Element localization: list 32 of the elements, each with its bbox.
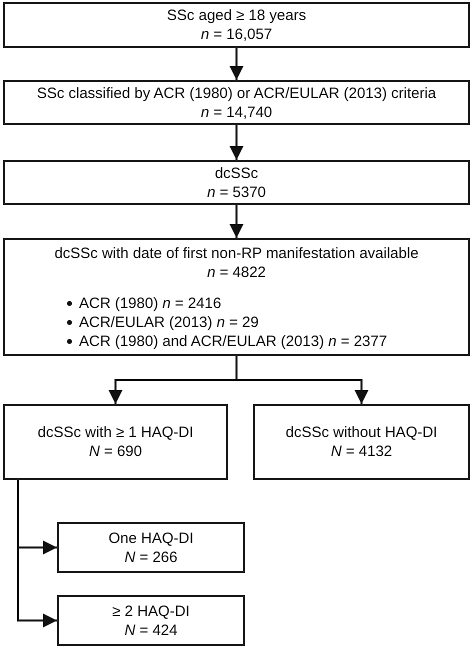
arrow <box>230 48 244 80</box>
process-box <box>3 2 470 48</box>
box-heading: SSc classified by ACR (1980) or ACR/EULAR (2013) criteria <box>36 84 436 102</box>
box-heading: dcSSc with date of first non-RP manifestation available <box>54 244 419 262</box>
count-text: N = 424 <box>124 620 178 640</box>
count-text: n = 14,740 <box>200 102 272 122</box>
process-box <box>3 160 470 205</box>
box-heading: dcSSc <box>214 164 258 182</box>
list-item-text: ACR (1980) and ACR/EULAR (2013) n = 2377 <box>79 332 388 350</box>
count-text: N = 266 <box>124 548 178 566</box>
count-text: N = 4132 <box>330 442 392 461</box>
list-item-text: ACR/EULAR (2013) n = 29 <box>79 314 259 330</box>
arrow <box>230 125 244 160</box>
process-box <box>253 404 470 480</box>
box-heading: dcSSc without HAQ-DI <box>286 423 438 442</box>
count-text: n = 16,057 <box>200 25 272 44</box>
arrow <box>236 356 368 404</box>
process-box <box>3 238 470 356</box>
box-heading: dcSSc with ≥ 1 HAQ-DI <box>38 423 194 442</box>
process-box <box>3 80 470 125</box>
box-heading: ≥ 2 HAQ-DI <box>112 602 190 620</box>
box-heading: SSc aged ≥ 18 years <box>166 6 306 25</box>
count-text: n = 4822 <box>207 262 266 282</box>
process-box <box>3 404 228 480</box>
process-box <box>57 522 245 573</box>
box-heading: One HAQ-DI <box>108 528 194 548</box>
process-box <box>57 595 245 646</box>
list-item-text: ACR (1980) n = 2416 <box>79 294 222 312</box>
arrow <box>17 480 57 628</box>
arrow <box>230 205 244 238</box>
count-text: N = 690 <box>89 442 142 461</box>
count-text: n = 5370 <box>207 182 266 202</box>
